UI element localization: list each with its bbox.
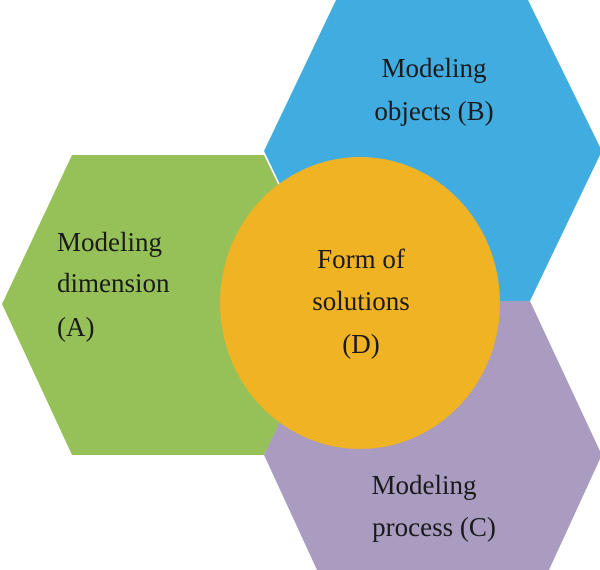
label-line: objects (B) [374,96,493,126]
label-line: process (C) [372,512,496,542]
label-line: Modeling [372,470,477,500]
label-line: dimension [57,268,170,298]
label-solutions: Form of solutions (D) [312,244,410,359]
label-objects: Modeling objects (B) [374,53,493,126]
label-line: Form of [317,244,405,274]
label-dimension: Modeling dimension (A) [57,227,170,342]
label-line: Modeling [382,53,487,83]
label-line: Modeling [57,227,162,257]
label-line: solutions [312,286,410,316]
circle-solutions [220,157,500,449]
label-line: (A) [57,312,94,342]
label-process: Modeling process (C) [372,470,496,542]
label-line: (D) [342,329,379,359]
